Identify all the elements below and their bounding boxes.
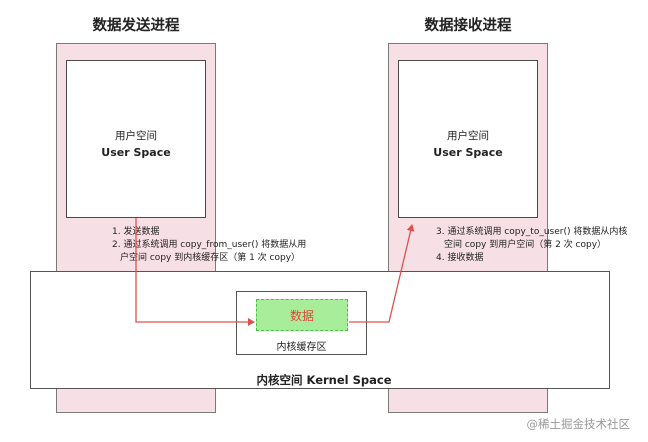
receiver-process-title: 数据接收进程 bbox=[424, 18, 512, 34]
sender-process-title: 数据发送进程 bbox=[92, 18, 180, 34]
receiver-step-3-cont: 空间 copy 到用户空间（第 2 次 copy） bbox=[444, 240, 607, 250]
receiver-user-space-box: 用户空间 User Space bbox=[398, 60, 538, 218]
receiver-step-3: 3. 通过系统调用 copy_to_user() 将数据从内核 bbox=[436, 227, 628, 237]
sender-user-space-cn: 用户空间 bbox=[115, 130, 157, 142]
receiver-user-space-en: User Space bbox=[433, 146, 503, 159]
copy-to-user-arrow bbox=[349, 224, 415, 323]
kernel-buffer-label: 内核缓存区 bbox=[276, 342, 327, 353]
kernel-space-label: 内核空间 Kernel Space bbox=[256, 373, 392, 387]
receiver-step-4: 4. 接收数据 bbox=[436, 253, 484, 263]
data-label: 数据 bbox=[289, 308, 314, 323]
sender-step-2-cont: 户空间 copy 到内核缓存区（第 1 次 copy） bbox=[120, 253, 301, 263]
sender-step-2: 2. 通过系统调用 copy_from_user() 将数据从用 bbox=[112, 240, 307, 250]
receiver-user-space-label: 用户空间 User Space bbox=[399, 128, 537, 159]
sender-user-space-en: User Space bbox=[101, 146, 171, 159]
sender-user-space-label: 用户空间 User Space bbox=[67, 128, 205, 159]
sender-user-space-box: 用户空间 User Space bbox=[66, 60, 206, 218]
data-block: 数据 bbox=[256, 299, 348, 331]
copy-from-user-arrow bbox=[135, 218, 255, 326]
receiver-user-space-cn: 用户空间 bbox=[447, 130, 489, 142]
watermark: @稀土掘金技术社区 bbox=[526, 417, 631, 431]
